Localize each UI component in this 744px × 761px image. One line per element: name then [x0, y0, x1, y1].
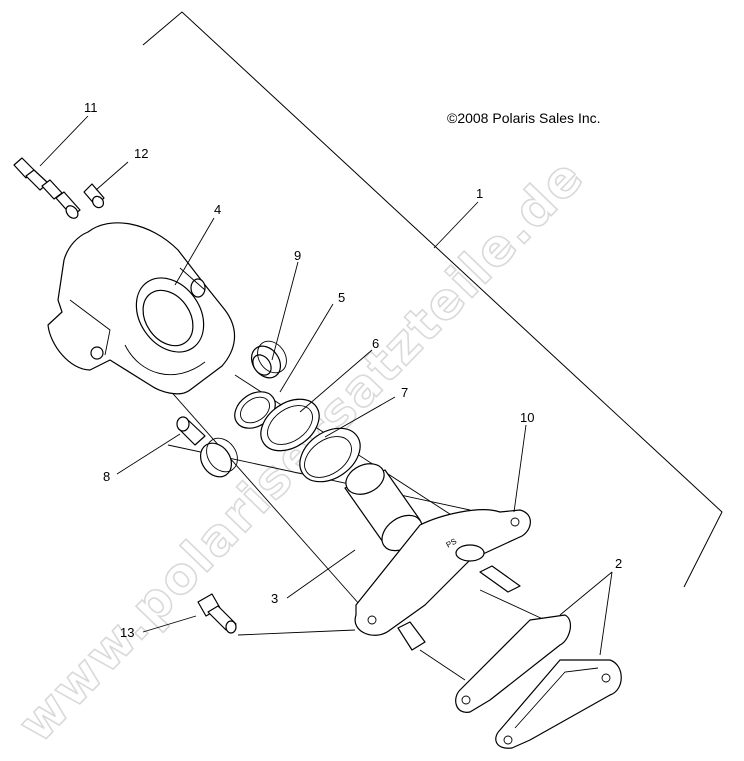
callout-12: 12: [134, 146, 148, 161]
brake-pad-inner: [455, 614, 572, 713]
callout-5: 5: [338, 290, 345, 305]
callout-6: 6: [372, 336, 379, 351]
bleeder-cap-part: [83, 183, 105, 209]
callout-10: 10: [520, 410, 534, 425]
callout-13: 13: [120, 625, 134, 640]
bleeder-screw-part: [13, 157, 81, 219]
assembly-frame-outline: [142, 11, 723, 588]
guide-pin-part: [176, 416, 238, 478]
piston-part: [344, 463, 423, 552]
brake-pads-part: [455, 614, 622, 749]
callout-2: 2: [615, 556, 622, 571]
callout-1: 1: [476, 186, 483, 201]
caliper-bracket-part: PS: [354, 509, 531, 651]
callouts: 11 12 1 4 9 5 6 7 10 8 2 3 13: [84, 100, 622, 640]
brake-pad-outer: [495, 659, 622, 749]
callout-3: 3: [271, 591, 278, 606]
callout-7: 7: [401, 385, 408, 400]
piston-seal-part: [260, 398, 320, 452]
copyright-text: ©2008 Polaris Sales Inc.: [447, 110, 601, 126]
callout-11: 11: [84, 100, 98, 115]
callout-4: 4: [214, 202, 221, 217]
bracket-bolt-part: [197, 593, 237, 634]
assembly-frame: [142, 11, 723, 588]
caliper-housing-part: [47, 222, 236, 395]
seal-boot-part: [250, 340, 287, 379]
caliper-bracket-body: [354, 509, 531, 636]
leader-lines: [39, 115, 613, 656]
callout-9: 9: [294, 248, 301, 263]
dust-seal-part: [299, 427, 361, 483]
callout-8: 8: [103, 469, 110, 484]
